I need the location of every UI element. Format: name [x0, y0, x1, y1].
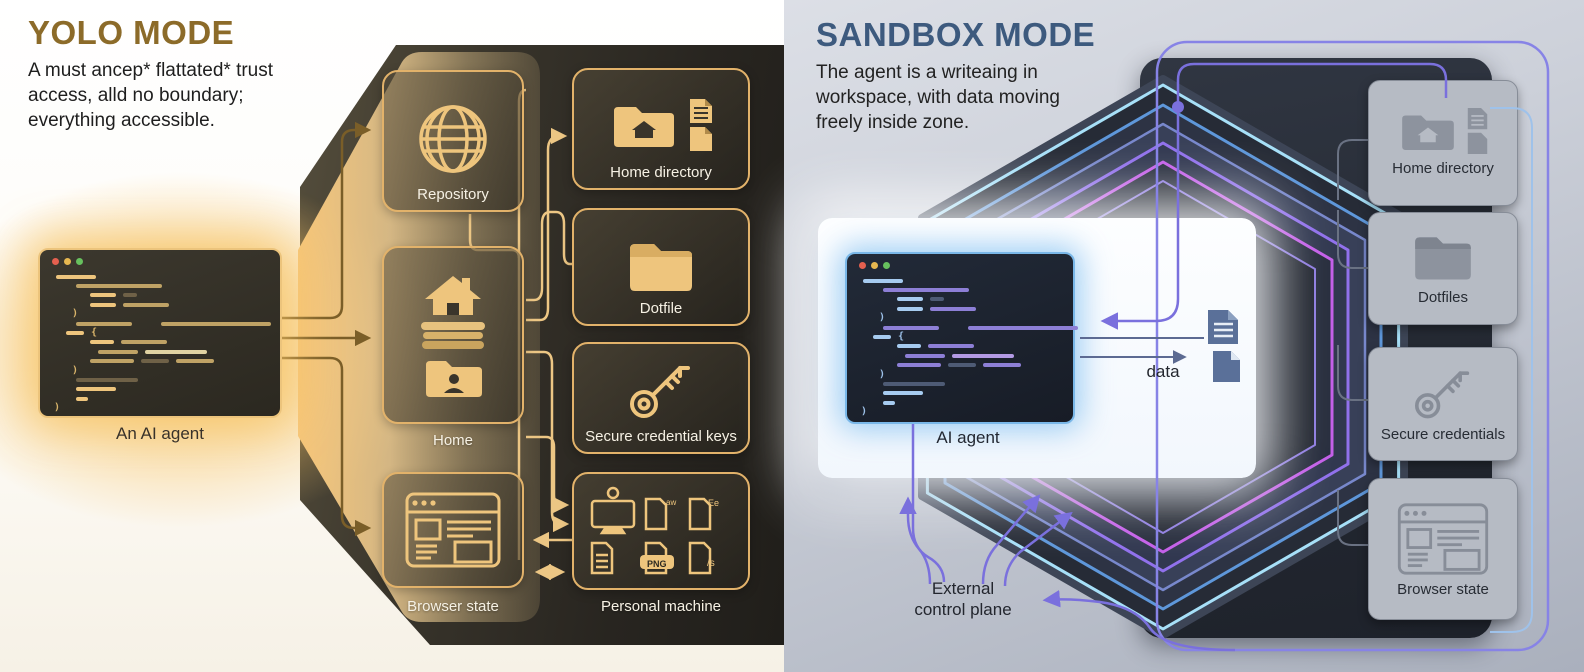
home-label: Home: [432, 432, 473, 449]
data-file-icons: [1208, 310, 1240, 382]
browser-icon: [405, 492, 501, 568]
yolo-agent-window: ){)): [38, 248, 282, 418]
file-badge-png: PNG: [647, 559, 667, 569]
globe-icon: [419, 105, 487, 173]
browser-icon: [1397, 502, 1489, 575]
node-dotfile: Dotfile: [572, 208, 750, 326]
node-repository: Repository: [382, 70, 524, 212]
repository-label: Repository: [417, 186, 489, 203]
node-secure-credential-keys: Secure credential keys: [572, 342, 750, 454]
yolo-title: YOLO MODE: [28, 14, 235, 51]
control-label-line1: External: [931, 579, 995, 598]
close-icon: [859, 262, 866, 269]
yolo-panel: YOLO MODE A must ancep* flattated* trust…: [0, 0, 784, 672]
dotfiles-label: Dotfiles: [1417, 289, 1469, 306]
sandbox-agent-label: AI agent: [936, 428, 1000, 447]
house-icon: [425, 276, 481, 315]
outer-boundary-line: [1155, 40, 1550, 652]
yolo-description: A must ancep* flattated* trust access, a…: [28, 60, 274, 132]
webcam-icon: [606, 486, 620, 500]
file-badge-ee: Ee: [708, 498, 720, 508]
browser-state-label: Browser state: [407, 598, 499, 615]
key-icon: [630, 366, 690, 418]
sandbox-node-secure-credentials: Secure credentials: [1368, 347, 1518, 461]
zoom-icon: [76, 258, 83, 265]
window-traffic-lights: [40, 250, 280, 268]
minimize-icon: [871, 262, 878, 269]
home-directory-label: Home directory: [1392, 159, 1494, 177]
user-folder-icon: [426, 361, 482, 397]
external-control-plane-label: External control plane: [883, 578, 1043, 621]
home-directory-label: Home directory: [610, 164, 712, 181]
yolo-agent-label: An AI agent: [116, 424, 204, 443]
sandbox-agent-window: ){)): [845, 252, 1078, 424]
minimize-icon: [64, 258, 71, 265]
sandbox-title: SANDBOX MODE: [816, 16, 1096, 53]
control-label-line2: control plane: [914, 600, 1012, 620]
secure-credential-keys-label: Secure credential keys: [585, 428, 737, 445]
node-home-directory: Home directory: [572, 68, 750, 190]
close-icon: [52, 258, 59, 265]
key-icon: [1414, 370, 1470, 418]
code-lines: ){)): [40, 268, 280, 413]
sandbox-node-home-directory: Home directory: [1368, 80, 1518, 206]
dotfile-label: Dotfile: [639, 300, 683, 317]
home-folder-icon: [614, 107, 674, 147]
files-icon: [690, 99, 712, 151]
browser-state-label: Browser state: [1397, 580, 1489, 598]
personal-machine-label: Personal machine: [600, 598, 722, 615]
code-lines: ){)): [847, 272, 1078, 417]
control-in-line: [1100, 62, 1448, 330]
node-dot: [1172, 101, 1184, 113]
home-folder-icon: [1402, 115, 1454, 150]
sandbox-node-dotfiles: Dotfiles: [1368, 212, 1518, 325]
secure-credentials-label: Secure credentials: [1380, 425, 1506, 443]
data-label: data: [1146, 362, 1180, 381]
sandbox-node-browser-state: Browser state: [1368, 478, 1518, 620]
node-personal-machine: aw Ee PNG /s: [572, 472, 750, 590]
files-icon: [1467, 107, 1488, 154]
folder-icon: [630, 244, 692, 291]
node-home: [382, 246, 524, 424]
zoom-icon: [883, 262, 890, 269]
sandbox-description: The agent is a writeaing in workspace, w…: [816, 62, 1060, 134]
node-browser-state: [382, 472, 524, 588]
right-bracket-line: [1490, 107, 1533, 633]
file-badge-js: /s: [707, 558, 715, 569]
personal-machine-icons: [590, 486, 712, 575]
file-badge-aw: aw: [666, 498, 677, 507]
stack-icon: [421, 322, 485, 349]
yolo-connectors: [260, 88, 572, 581]
folder-icon: [1415, 237, 1471, 280]
window-traffic-lights: [847, 254, 1073, 272]
